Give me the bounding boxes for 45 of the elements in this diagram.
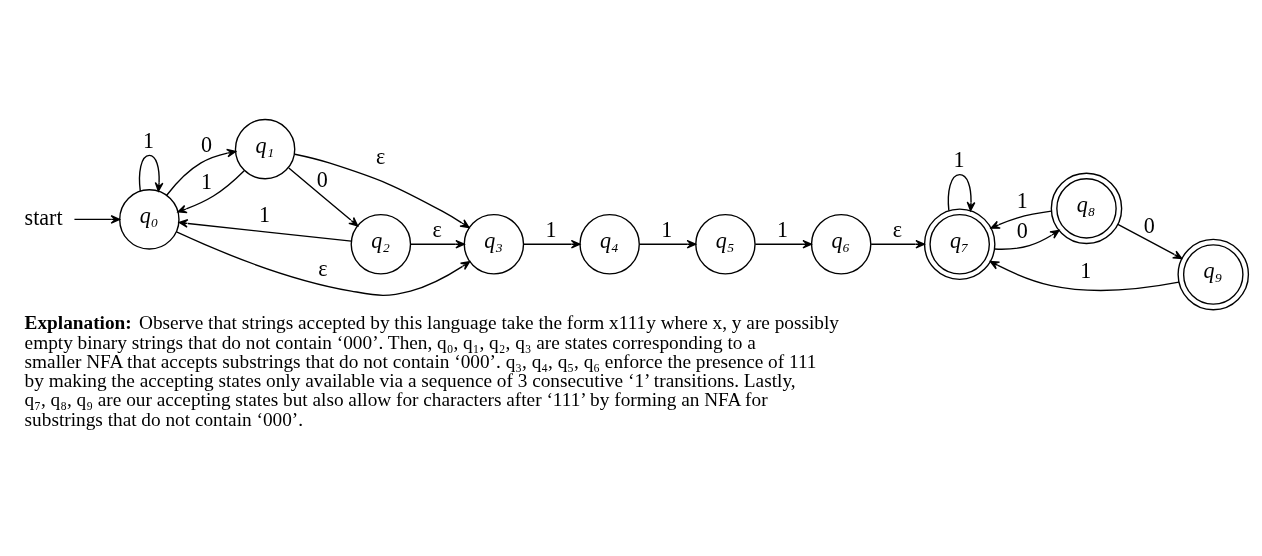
node-circle: q₃	[463, 213, 525, 275]
edge-label: 1	[143, 128, 155, 154]
node-circle: q₀	[119, 189, 180, 250]
arrow	[523, 239, 581, 249]
arrow	[993, 229, 1060, 250]
arrow	[989, 260, 1180, 291]
node-text: start	[24, 204, 63, 230]
arrow	[990, 210, 1053, 229]
edge-label: ε	[318, 255, 328, 281]
node-circle: q₁	[234, 118, 296, 180]
edge-label: 0	[1016, 218, 1028, 244]
node-circle: q₆	[810, 213, 872, 275]
edge-label: ε	[892, 217, 903, 243]
arrow	[947, 173, 976, 212]
arrow	[294, 153, 470, 229]
arrow	[638, 239, 697, 249]
node-circle: q₇	[923, 208, 996, 281]
edge-label: 1	[777, 217, 789, 243]
arrow	[138, 154, 164, 192]
node-circle: q₅	[695, 213, 756, 275]
arrow	[1117, 223, 1183, 260]
arrow	[178, 219, 352, 242]
edge-label: 0	[201, 131, 213, 157]
edge-label: ε	[432, 217, 442, 243]
edge-label: 0	[1143, 212, 1155, 238]
edge-label: 1	[1016, 188, 1028, 214]
edge-label: 1	[545, 217, 557, 243]
arrow	[73, 215, 121, 224]
arrow	[288, 167, 359, 227]
edge-label: 1	[661, 217, 673, 243]
edge-label: ε	[376, 144, 386, 170]
arrow	[409, 239, 465, 249]
edge-label: 1	[201, 168, 213, 194]
edge-label: 1	[258, 201, 270, 227]
caption: Explanation: Observe that strings accepted by this language take the form x111y where x, y are possibly empty binary strings that do not contain ‘000’. Then, q₀, q₁, q₂, q₃ are states corresponding to a smaller NFA that accepts substrings that do not contain ‘000’. q₃, q₄, q₅, q₆ enforce the presence of 111 by making the accepting states only available via a sequence of 3 consecutive ‘1’ transitions. Lastly, q₇, q₈, q₉ are our accepting states but also allow for characters after ‘111’ by forming an NFA for substrings that do not contain ‘000’.	[24, 312, 839, 430]
edge-label: 1	[953, 147, 965, 173]
arrow	[175, 231, 471, 297]
edge-label: 0	[316, 167, 328, 193]
node-circle: q₄	[579, 213, 640, 275]
arrow	[870, 239, 925, 249]
edge-label: 1	[1080, 258, 1092, 284]
arrow	[754, 239, 812, 249]
arrow	[177, 170, 245, 214]
node-circle: q₉	[1177, 238, 1250, 311]
arrow	[166, 148, 237, 196]
